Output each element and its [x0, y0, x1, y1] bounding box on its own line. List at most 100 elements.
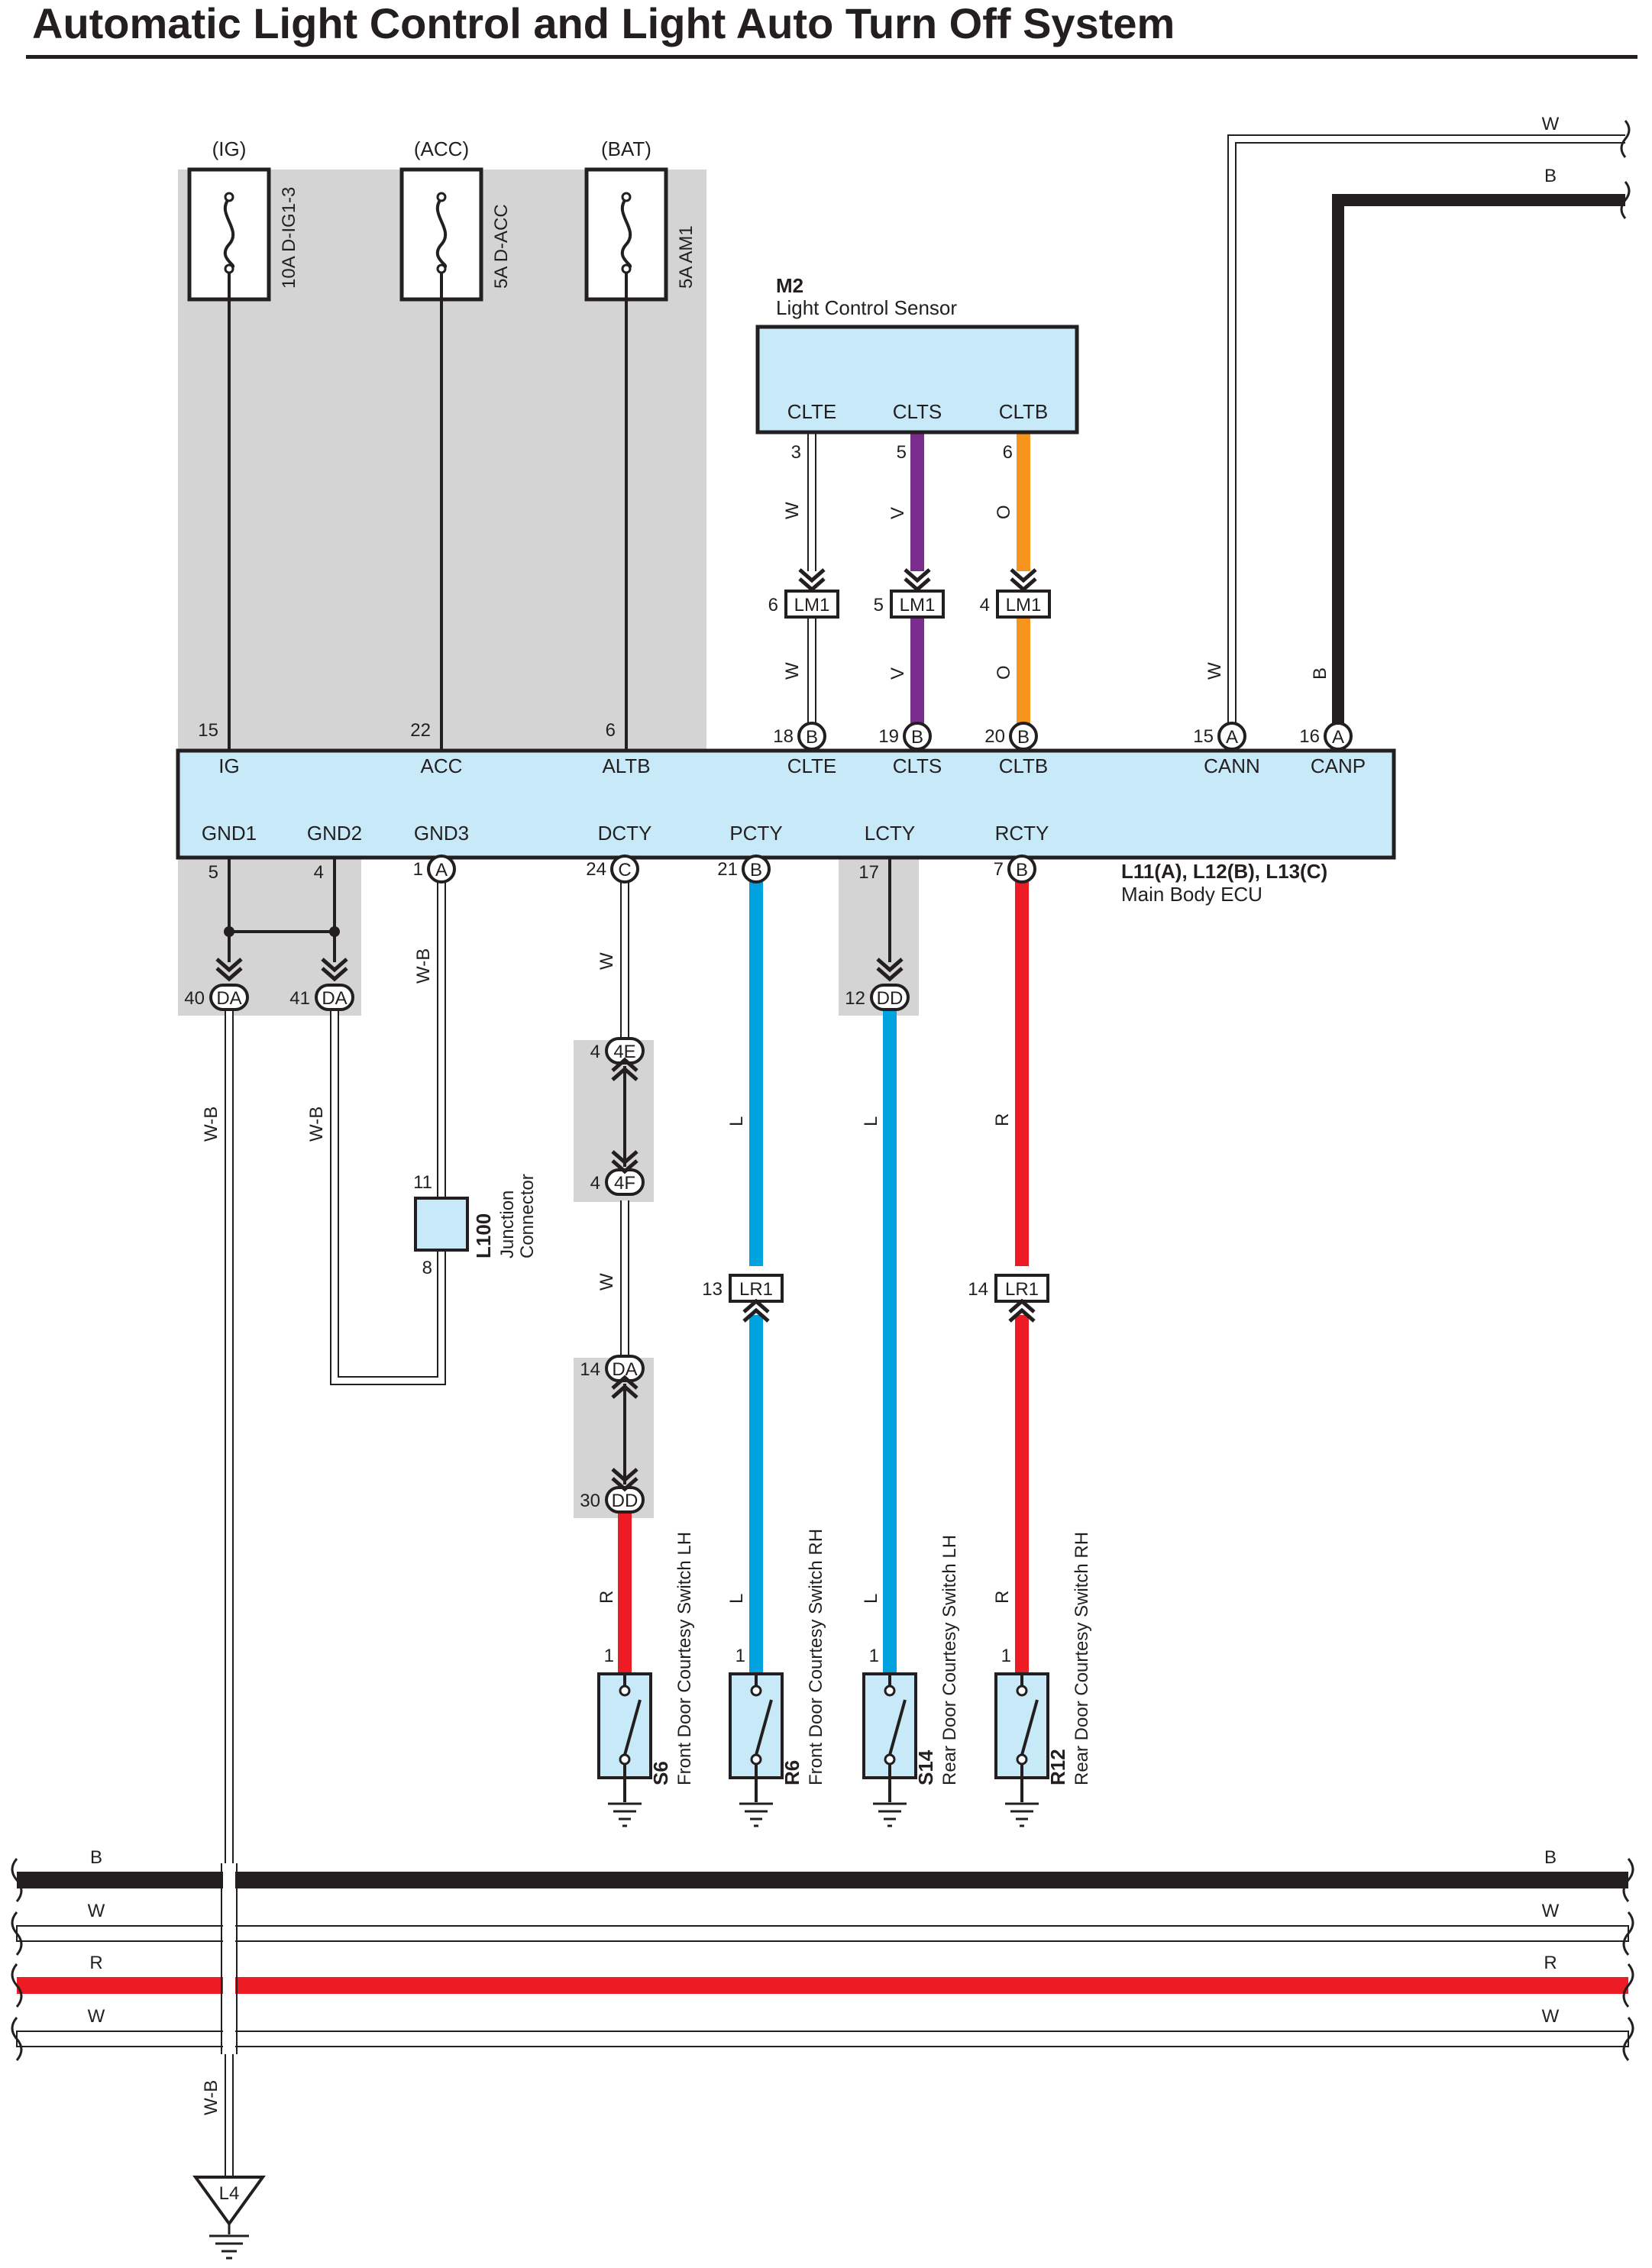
- switch-name-1: Front Door Courtesy Switch LH: [674, 1532, 695, 1785]
- ecu-top-conn-7-body: [1217, 722, 1246, 751]
- bus-label-left-1: B: [90, 1847, 102, 1868]
- bus-label-right-2: W: [1542, 1901, 1560, 1921]
- l100-pin-bottom: 8: [422, 1258, 432, 1278]
- fuse-element-1: [223, 197, 235, 269]
- wire-label-dcty-upper: W: [596, 952, 617, 970]
- wire-label-rcty-upper-group: R: [992, 1113, 1013, 1126]
- joint-30dd-arrow-a: [611, 1468, 638, 1483]
- gnd-da-2-label: DA: [322, 988, 347, 1009]
- lr1-label-2: LR1: [1005, 1279, 1039, 1300]
- switch-code-1: S6: [649, 1761, 672, 1785]
- sensor-pin-name-2: CLTS: [893, 400, 942, 423]
- switch-term-top-4: [1016, 1685, 1028, 1697]
- gnd2-wire-lower-outline: [330, 1010, 446, 1385]
- ecu-top-pin-name-1: IG: [218, 754, 239, 777]
- ground-l4: L4: [192, 2176, 266, 2260]
- ecu-top-pin-name-4: CLTE: [787, 754, 837, 777]
- switch-code-3-group: S14: [914, 1749, 937, 1785]
- bus-label-right-1: B: [1544, 1847, 1557, 1868]
- wire-label-pcty-upper: L: [726, 1116, 747, 1126]
- ground-triangle: [192, 2176, 266, 2227]
- joint-4e-pin: 4: [590, 1042, 600, 1062]
- ecu-bottom-pin-num-2: 4: [314, 862, 324, 883]
- switch-term-bot-2: [750, 1753, 762, 1766]
- wire-label-gnd3-group: W-B: [413, 948, 434, 984]
- ecu-bottom-conn-5-label: B: [750, 860, 762, 880]
- fuse-term-bot-2: [436, 263, 447, 274]
- ecu-bottom-conn-3-label: A: [435, 860, 448, 880]
- joint-4f-label: 4F: [614, 1173, 635, 1194]
- joint-4f-arrow-b: [611, 1159, 638, 1174]
- wire-label-dcty-middle: W: [596, 1273, 617, 1291]
- ecu-top-pin-name-7: CANN: [1204, 754, 1260, 777]
- ecu-bottom-conn-4-label: C: [618, 860, 631, 880]
- switch-blade-2: [755, 1699, 773, 1756]
- fuse-element-3: [620, 197, 632, 269]
- wire-label-rcty-lower-group: R: [992, 1591, 1013, 1604]
- wire-label-rcty-lower: R: [992, 1591, 1013, 1604]
- ecu-bottom-conn-5-body: [742, 855, 771, 884]
- joint-4e-arrow-b: [611, 1057, 638, 1072]
- wire-label-gnd3: W-B: [413, 948, 434, 984]
- bus-wire-2: [16, 1925, 1629, 1942]
- ecu-top-conn-5-label: B: [911, 727, 923, 748]
- lm1-body-3: [996, 590, 1051, 619]
- lr1-label-1: LR1: [739, 1279, 773, 1300]
- ecu-bottom-pin-name-5: PCTY: [729, 822, 782, 845]
- fuse-rating-2: 5A D-ACC: [491, 204, 512, 289]
- sensor-wire-label-upper-1-group: W: [782, 502, 803, 519]
- sensor-pin-name-1: CLTE: [787, 400, 837, 423]
- joint-30dd-label: DD: [612, 1491, 638, 1511]
- can-break-2: [1620, 181, 1631, 219]
- fuse-supply-label-2: (ACC): [414, 137, 469, 160]
- fuse-rating-1: 10A D-IG1-3: [279, 187, 299, 289]
- wire-label-pcty-lower: L: [726, 1594, 747, 1604]
- ecu-top-conn-8-label: A: [1332, 727, 1344, 748]
- bus-wire-1: [17, 1872, 1628, 1888]
- fuse-supply-label-3: (BAT): [601, 137, 651, 160]
- lr1-chevron-2-a: [1008, 1307, 1036, 1323]
- fuse-rating-1-group: 10A D-IG1-3: [279, 187, 299, 289]
- ecu-bottom-pin-num-1: 5: [209, 862, 218, 883]
- joint-4f-pin: 4: [590, 1173, 600, 1194]
- ecu-bottom-pin-name-6: LCTY: [865, 822, 915, 845]
- l100-body: [414, 1197, 469, 1252]
- gnd-da-1-label: DA: [216, 988, 241, 1009]
- joint-4e-body: [605, 1037, 645, 1065]
- wire-label-gnd2-group: W-B: [306, 1107, 327, 1142]
- gnd-da-1-body: [209, 984, 249, 1011]
- ecu-name: Main Body ECU: [1121, 883, 1262, 906]
- sensor-wire-label-upper-3: O: [994, 505, 1014, 519]
- lm1-pin-1: 6: [768, 595, 778, 615]
- lcty-dd-chevron-b: [876, 967, 904, 982]
- ecu-bottom-conn-7-label: B: [1016, 860, 1028, 880]
- main-body-ecu: IG15ACC22ALTB6CLTEB18CLTSB19CLTBB20CANNA…: [176, 720, 1396, 906]
- bus-break-right-1: [1622, 1858, 1634, 1902]
- ecu-top-pin-num-5: 19: [878, 726, 899, 747]
- sensor-wire-label-lower-3: O: [994, 665, 1014, 680]
- switch-pin-1: 1: [604, 1646, 614, 1666]
- wire-label-rcty-upper: R: [992, 1113, 1013, 1126]
- wire-label-lcty: L: [861, 1116, 881, 1126]
- ecu-top-conn-8-body: [1324, 722, 1353, 751]
- can-label-b-side: B: [1310, 667, 1330, 680]
- fuse-element-2: [435, 197, 448, 269]
- ecu-bottom-pin-name-3: GND3: [414, 822, 469, 845]
- joint-30dd-pin: 30: [580, 1491, 600, 1511]
- switch-term-top-3: [884, 1685, 896, 1697]
- sensor-code: M2: [776, 274, 803, 297]
- l100-code: L100: [472, 1213, 495, 1258]
- bus-break-right-2: [1622, 1911, 1634, 1956]
- ecu-top-pin-num-1: 15: [198, 720, 218, 741]
- bus-label-left-2: W: [88, 1901, 105, 1921]
- wire-label-dcty-lower: R: [596, 1591, 617, 1604]
- lr1-pin-2: 14: [968, 1279, 988, 1300]
- ecu-bottom-conn-3-body: [427, 855, 456, 884]
- sensor-wire-label-lower-1: W: [782, 662, 803, 680]
- sensor-pin-name-3: CLTB: [999, 400, 1049, 423]
- gnd-da-1-pin: 40: [184, 988, 205, 1009]
- ecu-top-conn-5-body: [903, 722, 932, 751]
- can-wire-w: [1229, 136, 1625, 751]
